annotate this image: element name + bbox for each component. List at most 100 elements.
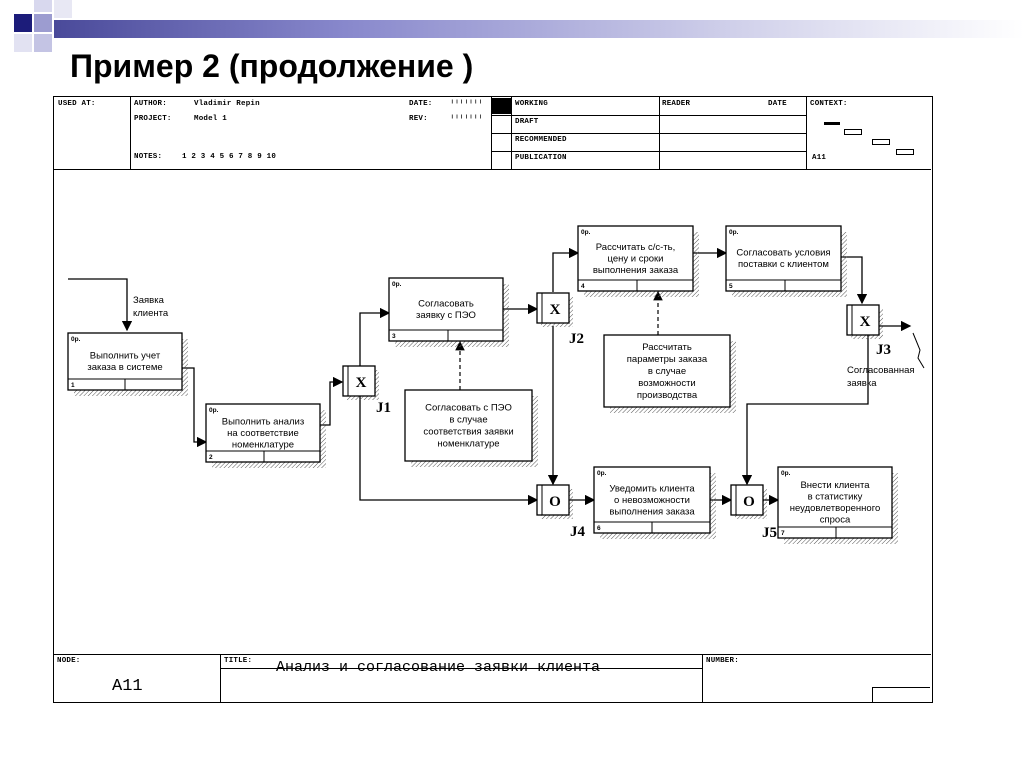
context-node: A11: [812, 154, 827, 162]
slide-title: Пример 2 (продолжение ): [70, 48, 474, 84]
junction-j1: X J1: [342, 365, 391, 416]
activity-label-line: Согласовать: [418, 299, 474, 310]
activity-label-line: в статистику: [808, 492, 863, 503]
date-label: DATE:: [409, 100, 433, 108]
activity-label-line: о невозможности: [614, 495, 690, 506]
notes-label: NOTES:: [134, 153, 163, 161]
input-label-line1: Заявка: [133, 295, 165, 306]
note-line: производства: [637, 390, 698, 401]
call-arrows: [455, 290, 663, 390]
footer-node-label: NODE:: [57, 657, 81, 665]
reader-date-label: DATE: [768, 100, 787, 108]
junction-symbol: X: [860, 314, 871, 330]
status-working: WORKING: [515, 100, 548, 108]
activity-tag: 0р.: [71, 336, 81, 343]
note-line: Согласовать с ПЭО: [425, 403, 512, 414]
reader-label: READER: [662, 100, 691, 108]
activity-label-line: выполнения заказа: [609, 506, 695, 517]
note-line: Рассчитать: [642, 342, 692, 353]
activity-number: 2: [209, 454, 213, 461]
activity-number: 5: [729, 283, 733, 290]
junction-label: J1: [376, 400, 391, 416]
notes-value: 1 2 3 4 5 6 7 8 9 10: [182, 153, 277, 161]
junction-symbol: O: [549, 494, 561, 510]
note-line: возможности: [638, 378, 695, 389]
output-label-line2: заявка: [847, 378, 877, 389]
activity-number: 7: [781, 530, 785, 537]
slide-decoration: [0, 0, 1024, 80]
junction-j5: O J5: [730, 484, 777, 541]
activity-label-line: Уведомить клиента: [609, 483, 695, 494]
status-draft: DRAFT: [515, 118, 539, 126]
activity-label-line: заказа в системе: [87, 362, 162, 373]
status-working-marker: [492, 98, 511, 114]
activity-label-line: Внести клиента: [800, 480, 870, 491]
footer-node-value: A11: [112, 677, 143, 696]
input-label-line2: клиента: [133, 308, 169, 319]
activity-tag: 0р.: [581, 229, 591, 236]
activity-tag: 0р.: [392, 281, 402, 288]
used-at-label: USED AT:: [58, 100, 96, 108]
junction-j2: X J2: [536, 292, 584, 347]
activity-tag: 0р.: [209, 407, 219, 414]
junction-label: J4: [570, 524, 586, 540]
activity-label-line: Выполнить анализ: [222, 416, 304, 427]
footer-title-label: TITLE:: [224, 657, 253, 665]
status-recommended: RECOMMENDED: [515, 136, 567, 144]
activity-number: 4: [581, 283, 585, 290]
junction-symbol: O: [743, 494, 755, 510]
activity-tag: 0р.: [781, 470, 791, 477]
footer-number-label: NUMBER:: [706, 657, 739, 665]
note-line: соответствия заявки: [423, 427, 513, 438]
activity-label-line: Согласовать условия: [736, 248, 830, 259]
activity-label-line: спроса: [820, 515, 851, 526]
output-label-line1: Согласованная: [847, 365, 915, 376]
activity-number: 3: [392, 333, 396, 340]
date-value: ᴵᴵᴵᴵᴵᴵᴵ: [450, 100, 483, 108]
activity-number: 6: [597, 525, 601, 532]
activity-label-line: заявку с ПЭО: [416, 310, 476, 321]
activity-tag: 0р.: [729, 229, 739, 236]
note-line: номенклатуре: [437, 439, 499, 450]
note-line: в случае: [648, 366, 686, 377]
project-value: Model 1: [194, 115, 227, 123]
junction-label: J5: [762, 525, 777, 541]
activity-label-line: поставки с клиентом: [738, 259, 829, 270]
context-label: CONTEXT:: [810, 100, 848, 108]
rev-value: ᴵᴵᴵᴵᴵᴵᴵ: [450, 115, 483, 123]
activity-label-line: цену и сроки: [608, 253, 664, 264]
author-value: Vladimir Repin: [194, 100, 260, 108]
activity-box-4: 0р. 4 Рассчитать с/с-ть,цену и срокивыполн…: [577, 225, 699, 297]
junction-j4: O J4: [536, 484, 586, 540]
activity-label-line: на соответствие: [227, 428, 299, 439]
activity-label-line: номенклатуре: [232, 439, 294, 450]
author-label: AUTHOR:: [134, 100, 167, 108]
activity-label-line: выполнения заказа: [593, 265, 679, 276]
junction-j3: X J3: [846, 304, 891, 358]
activity-label-line: Рассчитать с/с-ть,: [596, 242, 675, 253]
status-publication: PUBLICATION: [515, 154, 567, 162]
note-line: в случае: [449, 415, 487, 426]
rev-label: REV:: [409, 115, 428, 123]
footer-title-value: Анализ и согласование заявки клиента: [276, 659, 601, 676]
activity-label-line: Выполнить учет: [90, 351, 161, 362]
project-label: PROJECT:: [134, 115, 172, 123]
junction-symbol: X: [356, 375, 367, 391]
junction-symbol: X: [550, 302, 561, 318]
activity-label-line: неудовлетворенного: [790, 503, 880, 514]
junction-label: J3: [876, 342, 891, 358]
note-line: параметры заказа: [627, 354, 708, 365]
activity-tag: 0р.: [597, 470, 607, 477]
idef0-form-frame: USED AT: AUTHOR: Vladimir Repin DATE: ᴵᴵ…: [53, 96, 933, 703]
junction-label: J2: [569, 331, 584, 347]
activity-number: 1: [71, 382, 75, 389]
